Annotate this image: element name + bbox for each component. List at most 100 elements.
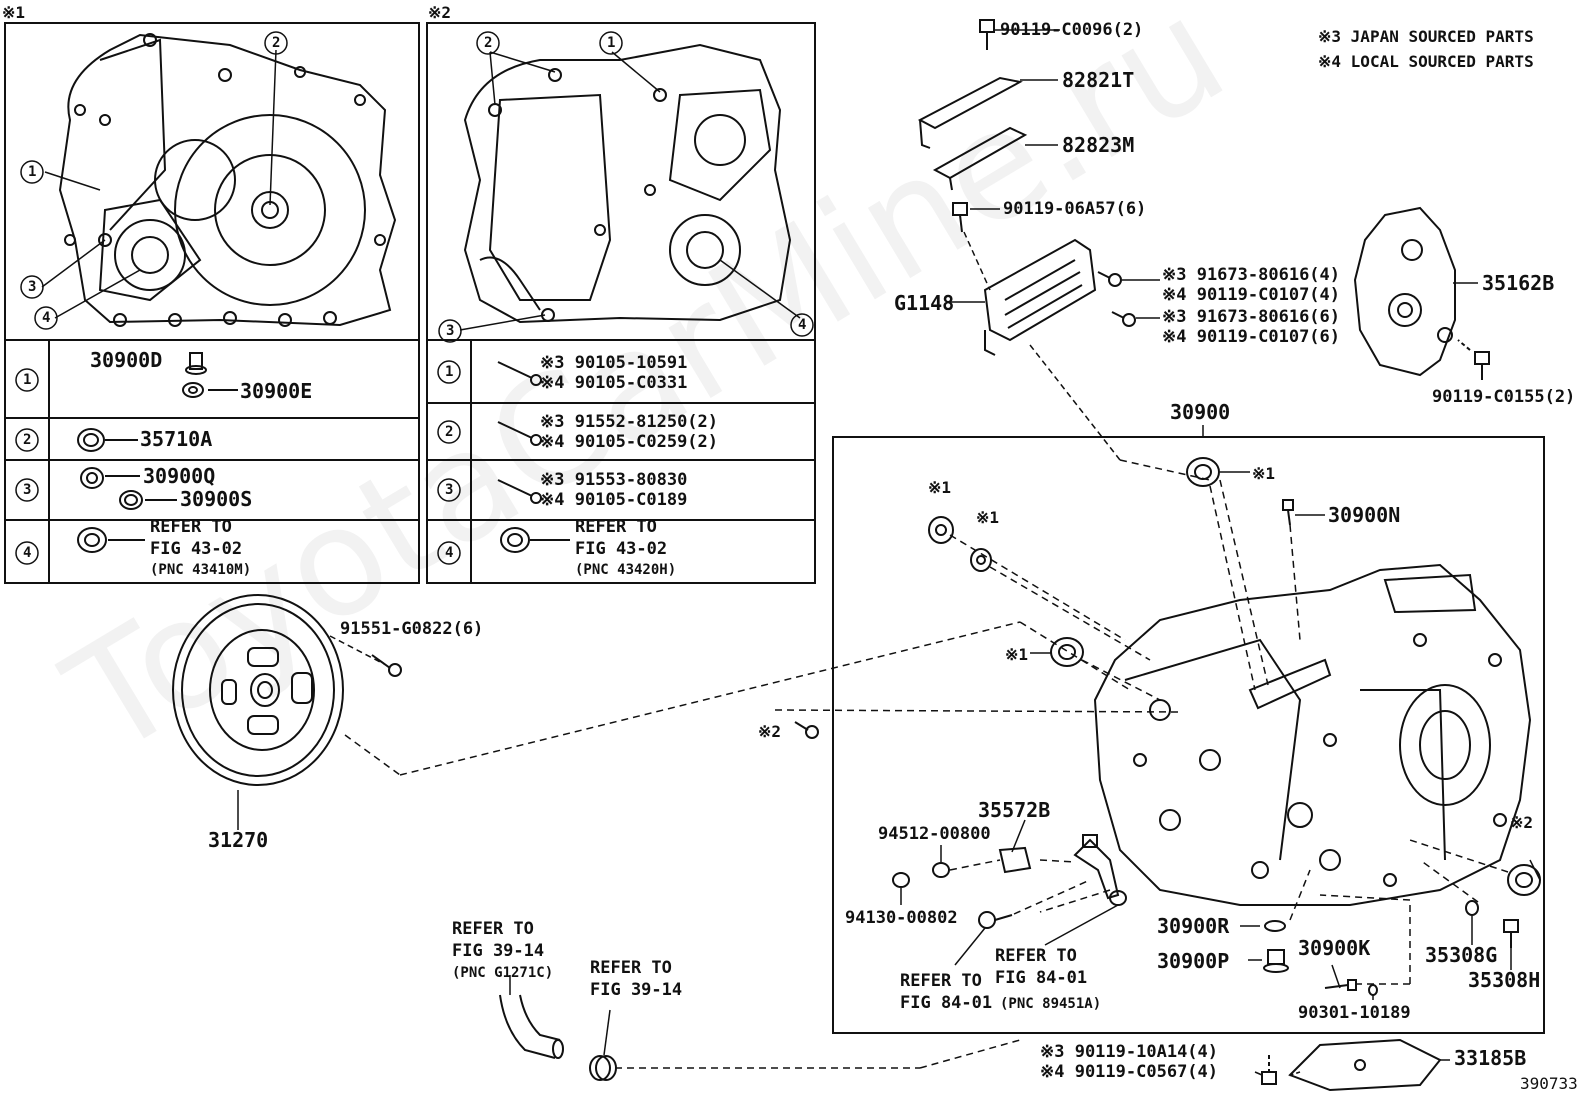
refer84a-1: REFER TO — [995, 946, 1077, 966]
part-30900: 30900 — [1170, 400, 1231, 424]
refer39b-1: REFER TO — [590, 958, 672, 978]
mark-seal-left1: ※1 — [928, 478, 952, 497]
nuts-94512-94130 — [892, 862, 950, 888]
panel1-callout-circles — [20, 31, 288, 330]
part-91673-a: ※3 91673-80616(4) — [1162, 265, 1341, 285]
plug-35308H — [1503, 919, 1519, 948]
part-G1148: G1148 — [894, 291, 955, 315]
connector-G1148 — [983, 238, 1097, 356]
p1-callout-4: 4 — [42, 310, 51, 326]
part-30900S: 30900S — [180, 487, 253, 511]
part-35308H: 35308H — [1468, 968, 1541, 992]
p2-r1-b: ※4 90105-C0331 — [540, 373, 688, 393]
bolts-91673 — [1097, 271, 1136, 327]
p2-row2-num: 2 — [445, 424, 454, 440]
top-bolt-90119-C0096 — [979, 19, 995, 50]
part-94512-00800: 94512-00800 — [878, 824, 991, 844]
refer39a-2: FIG 39-14 — [452, 941, 545, 961]
part-35308G: 35308G — [1425, 943, 1498, 967]
seal-left3 — [1050, 637, 1084, 667]
part-82821T: 82821T — [1062, 68, 1135, 92]
p1-row3-num: 3 — [23, 482, 32, 498]
seal-top — [1186, 457, 1220, 487]
p2-r3-a: ※3 91553-80830 — [540, 470, 688, 490]
p1-refer-2: FIG 43-02 — [150, 539, 243, 559]
mark-bolt2: ※2 — [758, 722, 782, 741]
bolt-refer84 — [978, 911, 1013, 929]
p1-callout-2: 2 — [272, 35, 281, 51]
p2-r3-b: ※4 90105-C0189 — [540, 490, 688, 510]
seal-left1 — [928, 516, 954, 544]
panel1-frame — [4, 22, 420, 584]
refer39a-3: (PNC G1271C) — [452, 965, 554, 981]
bolt-90119-C0155 — [1457, 339, 1490, 380]
figure-number: 390733 — [1520, 1074, 1578, 1093]
p2-callout-1: 1 — [607, 35, 616, 51]
panel1-leaders — [41, 49, 277, 319]
refer39a-1: REFER TO — [452, 919, 534, 939]
mark-seal-left2: ※1 — [976, 508, 1000, 527]
main-assembly-box — [832, 436, 1545, 1034]
p1-row1-num: 1 — [23, 372, 32, 388]
panel1-mark: ※1 — [2, 3, 26, 22]
p1-refer-1: REFER TO — [150, 517, 232, 537]
bolt-90119-10A14 — [1261, 1055, 1277, 1085]
refer84b-2: FIG 84-01 — [900, 993, 993, 1013]
part-90119-C0155: 90119-C0155(2) — [1432, 387, 1576, 407]
panel2-frame — [426, 22, 816, 584]
plate-33185B — [1288, 1038, 1442, 1092]
clamp — [589, 1055, 617, 1081]
part-30900N: 30900N — [1328, 503, 1401, 527]
panel1-row-parts — [77, 352, 238, 553]
plug-30900P — [1263, 949, 1289, 973]
panel2-leaders — [459, 51, 801, 331]
part-90119-06A57: 90119-06A57(6) — [1003, 199, 1147, 219]
transaxle-assembly — [1093, 563, 1532, 906]
part-33185B: 33185B — [1454, 1046, 1527, 1070]
part-91673-b: ※3 91673-80616(6) — [1162, 307, 1341, 327]
note-japan: ※3 JAPAN SOURCED PARTS — [1318, 27, 1534, 46]
part-30900Q: 30900Q — [143, 464, 216, 488]
p1-callout-1: 1 — [28, 164, 37, 180]
part-30900P: 30900P — [1157, 949, 1230, 973]
row-circles — [15, 360, 461, 565]
p2-callout-4: 4 — [798, 317, 807, 333]
p2-refer-2: FIG 43-02 — [575, 539, 668, 559]
switch-35572B — [998, 834, 1120, 900]
refer39b-2: FIG 39-14 — [590, 980, 683, 1000]
part-90119-C0567: ※4 90119-C0567(4) — [1040, 1062, 1219, 1082]
part-35572B: 35572B — [978, 798, 1051, 822]
cover-35162B — [1353, 206, 1456, 377]
washer-30900R — [1264, 920, 1286, 932]
part-30900K: 30900K — [1298, 936, 1371, 960]
note-local: ※4 LOCAL SOURCED PARTS — [1318, 52, 1534, 71]
part-35710A: 35710A — [140, 427, 213, 451]
p2-refer-3: (PNC 43420H) — [575, 562, 677, 578]
seal-left2 — [970, 548, 992, 572]
part-90119-10A14: ※3 90119-10A14(4) — [1040, 1042, 1219, 1062]
part-31270: 31270 — [208, 828, 269, 852]
part-90119-C0107-b: ※4 90119-C0107(6) — [1162, 327, 1341, 347]
oring-35308G — [1465, 900, 1479, 916]
main-leaders — [900, 425, 1541, 1000]
part-91551-G0822: 91551-G0822(6) — [340, 619, 484, 639]
part-30900R: 30900R — [1157, 914, 1230, 938]
bolt-90119-06A57 — [952, 202, 968, 233]
dashed-leaders — [344, 459, 1509, 1069]
p1-callout-3: 3 — [28, 279, 37, 295]
p2-row1-num: 1 — [445, 364, 454, 380]
panel2-housing — [463, 43, 792, 324]
panel2-callout-circles — [438, 31, 814, 343]
p2-callout-2: 2 — [484, 35, 493, 51]
refer84b-3: (PNC 89451A) — [1000, 996, 1102, 1012]
p2-callout-3: 3 — [446, 323, 455, 339]
part-90119-C0096: 90119-C0096(2) — [1000, 20, 1144, 40]
oring-90301 — [1368, 984, 1378, 996]
bolt-91551 — [371, 654, 402, 677]
part-82823M: 82823M — [1062, 133, 1135, 157]
clutch-disc — [172, 594, 344, 786]
plug-30900N — [1282, 499, 1294, 526]
part-90119-C0107-a: ※4 90119-C0107(4) — [1162, 285, 1341, 305]
